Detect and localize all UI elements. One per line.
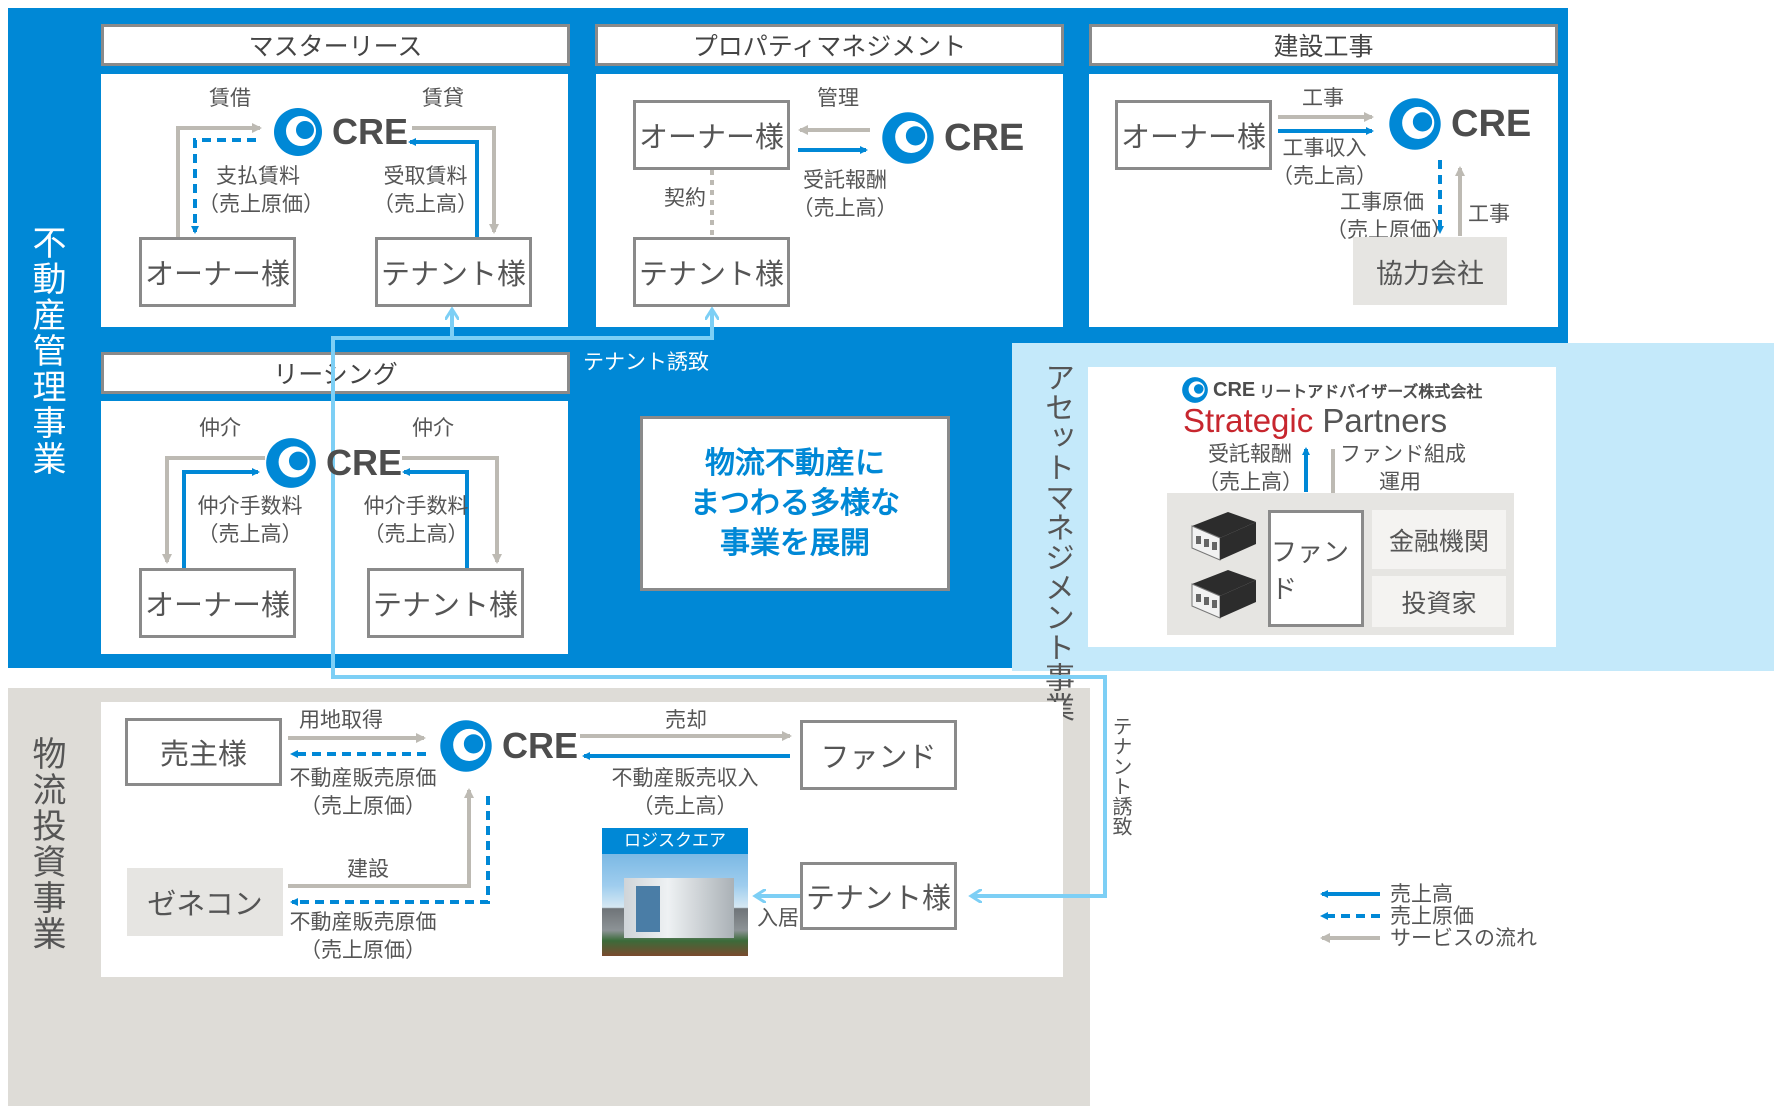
move-in-label: 入居 (757, 906, 799, 930)
cre-logo-construction: CRE (1385, 94, 1531, 154)
legend-cost-label: 売上原価 (1390, 904, 1474, 928)
seller-box: 売主様 (125, 718, 282, 786)
tenant-attraction-label: テナント誘致 (583, 350, 709, 374)
leasing-tenant-box: テナント様 (367, 568, 524, 638)
cre-logo-icon (1182, 377, 1208, 403)
section-title-logistics-investment: 物流投資事業 (26, 736, 66, 952)
tenant-attraction-vertical-label: テナント誘致 (1109, 716, 1133, 836)
leasing-broker-right-label: 仲介 (412, 416, 454, 440)
master-lease-header: マスターリース (101, 24, 570, 66)
section-title-real-estate-management: 不動産管理事業 (26, 225, 66, 477)
logistics-tenant-box: テナント様 (800, 862, 957, 930)
asset-fee-label: 受託報酬 （売上高） (1198, 442, 1303, 494)
warehouse-icon (1191, 570, 1256, 619)
general-contractor-box: ゼネコン (127, 868, 283, 936)
land-acquisition-label: 用地取得 (299, 708, 383, 732)
property-management-fee-label: 受託報酬 （売上高） (792, 168, 898, 220)
cre-logo-icon (266, 438, 316, 488)
center-message-text: 物流不動産に まつわる多様な 事業を展開 (690, 445, 900, 561)
construction-work-top-label: 工事 (1302, 86, 1344, 110)
construction-revenue-label: 工事収入 （売上高） (1272, 136, 1377, 188)
center-message-box: 物流不動産に まつわる多様な 事業を展開 (640, 416, 950, 591)
legend-revenue-label: 売上高 (1390, 882, 1453, 906)
cre-reit-advisors-logo: CRE リートアドバイザーズ株式会社 (1180, 375, 1482, 405)
warehouse-icon (1191, 512, 1256, 561)
finance-box: 金融機関 (1372, 510, 1506, 569)
legend-service-flow-label: サービスの流れ (1390, 926, 1537, 950)
master-lease-rent-received-label: 賃貸 (422, 86, 464, 110)
cre-logo-icon (882, 112, 934, 164)
construction-partner-box: 協力会社 (1353, 237, 1507, 305)
cre-logo-icon (274, 108, 322, 156)
cre-logo-icon (440, 720, 492, 772)
construction-work-side-label: 工事 (1468, 202, 1510, 226)
sale-label: 売却 (665, 708, 707, 732)
property-management-owner-box: オーナー様 (633, 100, 790, 170)
master-lease-payment-label: 支払賃料 （売上原価） (198, 164, 324, 216)
strategic-partners-brand: Strategic Partners (1183, 402, 1447, 440)
property-management-tenant-box: テナント様 (633, 237, 790, 307)
sale-cost-bottom-label: 不動産販売原価 （売上原価） (289, 910, 437, 962)
sale-cost-top-label: 不動産販売原価 （売上原価） (289, 766, 437, 818)
cre-logo-master-lease: CRE (270, 104, 408, 160)
logisquare-label: ロジスクエア (602, 828, 748, 854)
construction-cost-label: 工事原価 （売上原価） (1326, 190, 1452, 242)
master-lease-receipt-label: 受取賃料 （売上高） (373, 164, 478, 216)
sale-revenue-label: 不動産販売収入 （売上高） (611, 766, 759, 818)
cre-logo-icon (1389, 98, 1441, 150)
leasing-fee-right-label: 仲介手数料 （売上高） (363, 494, 469, 546)
leasing-fee-left-label: 仲介手数料 （売上高） (197, 494, 303, 546)
property-management-contract-label: 契約 (664, 186, 706, 210)
master-lease-rent-paid-label: 賃借 (209, 86, 251, 110)
master-lease-tenant-box: テナント様 (375, 237, 532, 307)
asset-fund-ops-label: ファンド組成 運用 (1340, 442, 1466, 494)
section-title-asset-management: アセットマネジメント事業 (1039, 362, 1074, 722)
master-lease-owner-box: オーナー様 (139, 237, 296, 307)
cre-logo-small-text: CRE (1213, 378, 1256, 401)
asset-fund-box: ファンド (1268, 510, 1364, 627)
cre-logo-property-management: CRE (878, 108, 1024, 168)
reit-advisors-company-name: リートアドバイザーズ株式会社 (1259, 382, 1483, 401)
leasing-owner-box: オーナー様 (139, 568, 296, 638)
leasing-broker-left-label: 仲介 (199, 416, 241, 440)
property-management-header: プロパティマネジメント (595, 24, 1064, 66)
logisquare-photo: ロジスクエア (602, 828, 748, 956)
property-management-manage-label: 管理 (817, 86, 859, 110)
investor-box: 投資家 (1372, 576, 1506, 627)
brand-partners: Partners (1322, 402, 1448, 439)
build-label: 建設 (347, 857, 389, 881)
cre-logo-logistics: CRE (436, 716, 578, 776)
cre-logo-leasing: CRE (262, 434, 402, 492)
building-glass (636, 886, 660, 932)
brand-strategic: Strategic (1183, 402, 1314, 439)
construction-header: 建設工事 (1089, 24, 1558, 66)
leasing-header: リーシング (101, 352, 570, 394)
logistics-fund-box: ファンド (800, 720, 957, 790)
construction-owner-box: オーナー様 (1115, 100, 1272, 170)
